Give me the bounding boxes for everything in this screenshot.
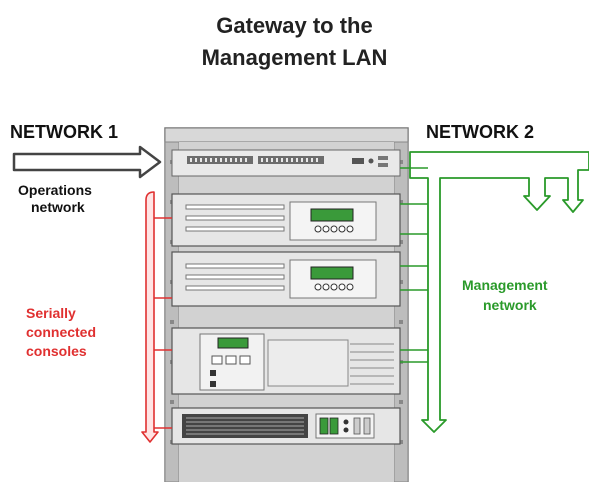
network-1-label: NETWORK 1 bbox=[10, 122, 118, 142]
operations-label-line2: network bbox=[31, 199, 85, 215]
operations-network-arrow bbox=[12, 145, 162, 179]
network-2-label: NETWORK 2 bbox=[426, 122, 534, 142]
management-network-bus bbox=[400, 151, 589, 433]
appliance bbox=[171, 327, 401, 395]
serial-label-line3: consoles bbox=[26, 343, 87, 359]
network-switch bbox=[171, 149, 401, 177]
serial-label-line1: Serially bbox=[26, 305, 76, 321]
server-1 bbox=[171, 193, 401, 247]
management-label-line1: Management bbox=[462, 277, 548, 293]
server-2 bbox=[171, 251, 401, 307]
diagram-title-line1: Gateway to the bbox=[216, 13, 373, 38]
operations-label-line1: Operations bbox=[18, 182, 92, 198]
serial-label-line2: connected bbox=[26, 324, 97, 340]
management-label-line2: network bbox=[483, 297, 537, 313]
console-server bbox=[171, 407, 401, 445]
diagram-title-line2: Management LAN bbox=[201, 45, 388, 70]
serial-console-bus bbox=[141, 191, 172, 443]
